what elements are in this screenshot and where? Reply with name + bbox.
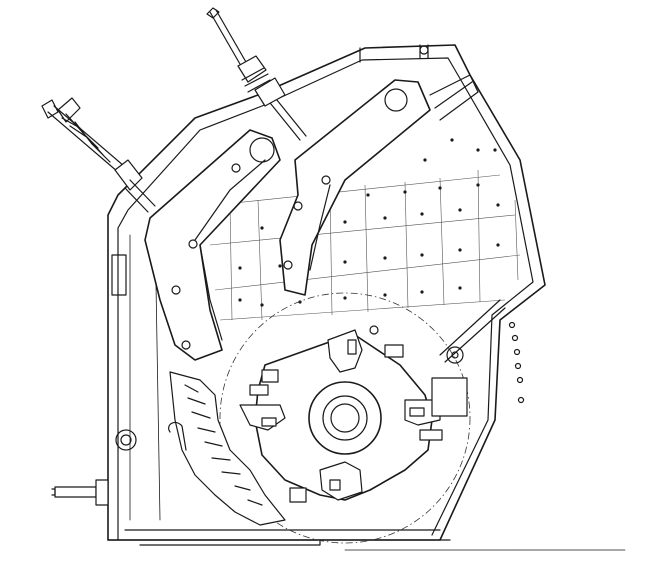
rotor-path-circle bbox=[220, 293, 470, 543]
lower-left-shaft bbox=[52, 480, 108, 505]
blow-bars bbox=[240, 326, 442, 502]
rotor bbox=[255, 335, 432, 500]
lower-grinding-curtain bbox=[116, 372, 285, 525]
upper-adjustment-rod-right bbox=[207, 8, 306, 140]
second-impact-apron bbox=[280, 75, 478, 295]
liner-plates bbox=[210, 138, 520, 320]
upper-adjustment-rod-left bbox=[42, 98, 155, 212]
right-side-plate bbox=[432, 300, 524, 416]
first-impact-apron bbox=[145, 130, 280, 360]
